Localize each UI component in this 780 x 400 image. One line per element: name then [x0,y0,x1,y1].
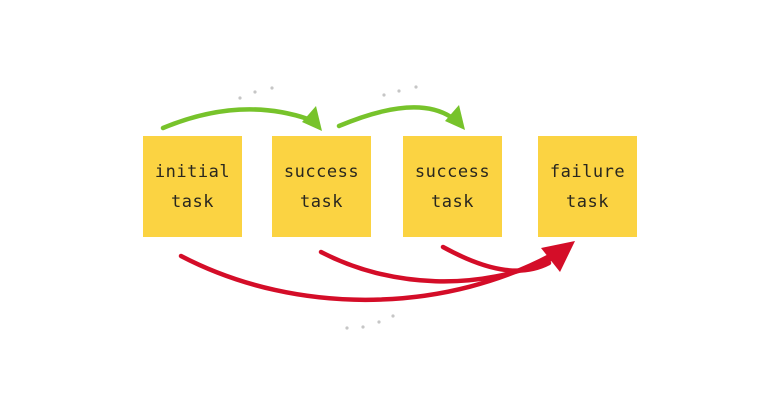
node-label: success task [283,161,360,212]
node-success-task-1: success task [272,136,371,237]
success-edges [160,105,454,131]
sketch-dot [238,96,242,100]
sketch-dot [382,93,386,97]
node-initial-task: initial task [143,136,242,237]
success-edge-1 [160,107,311,131]
success-edge-2 [336,105,454,129]
node-label: failure task [549,161,626,212]
node-label: success task [414,161,491,212]
sketch-dot [397,89,401,93]
failure-edge-2 [318,249,556,284]
sketch-dot [377,320,381,324]
sketch-dot [414,85,418,89]
node-label: initial task [154,161,231,212]
success-arrowheads [302,105,465,131]
node-failure-task: failure task [538,136,637,237]
sketch-dot [391,314,395,318]
arrowhead-icon [541,241,575,272]
failure-edge-3 [440,244,552,273]
node-success-task-2: success task [403,136,502,237]
sketch-dots [238,85,418,330]
sketch-dot [253,90,257,94]
arrowhead-icon [445,105,465,130]
sketch-dot [270,86,274,90]
failure-edges [178,244,560,303]
sketch-dot [361,325,365,329]
sketch-dot [345,326,349,330]
arrowhead-icon [302,106,322,131]
failure-arrowhead [541,241,575,272]
